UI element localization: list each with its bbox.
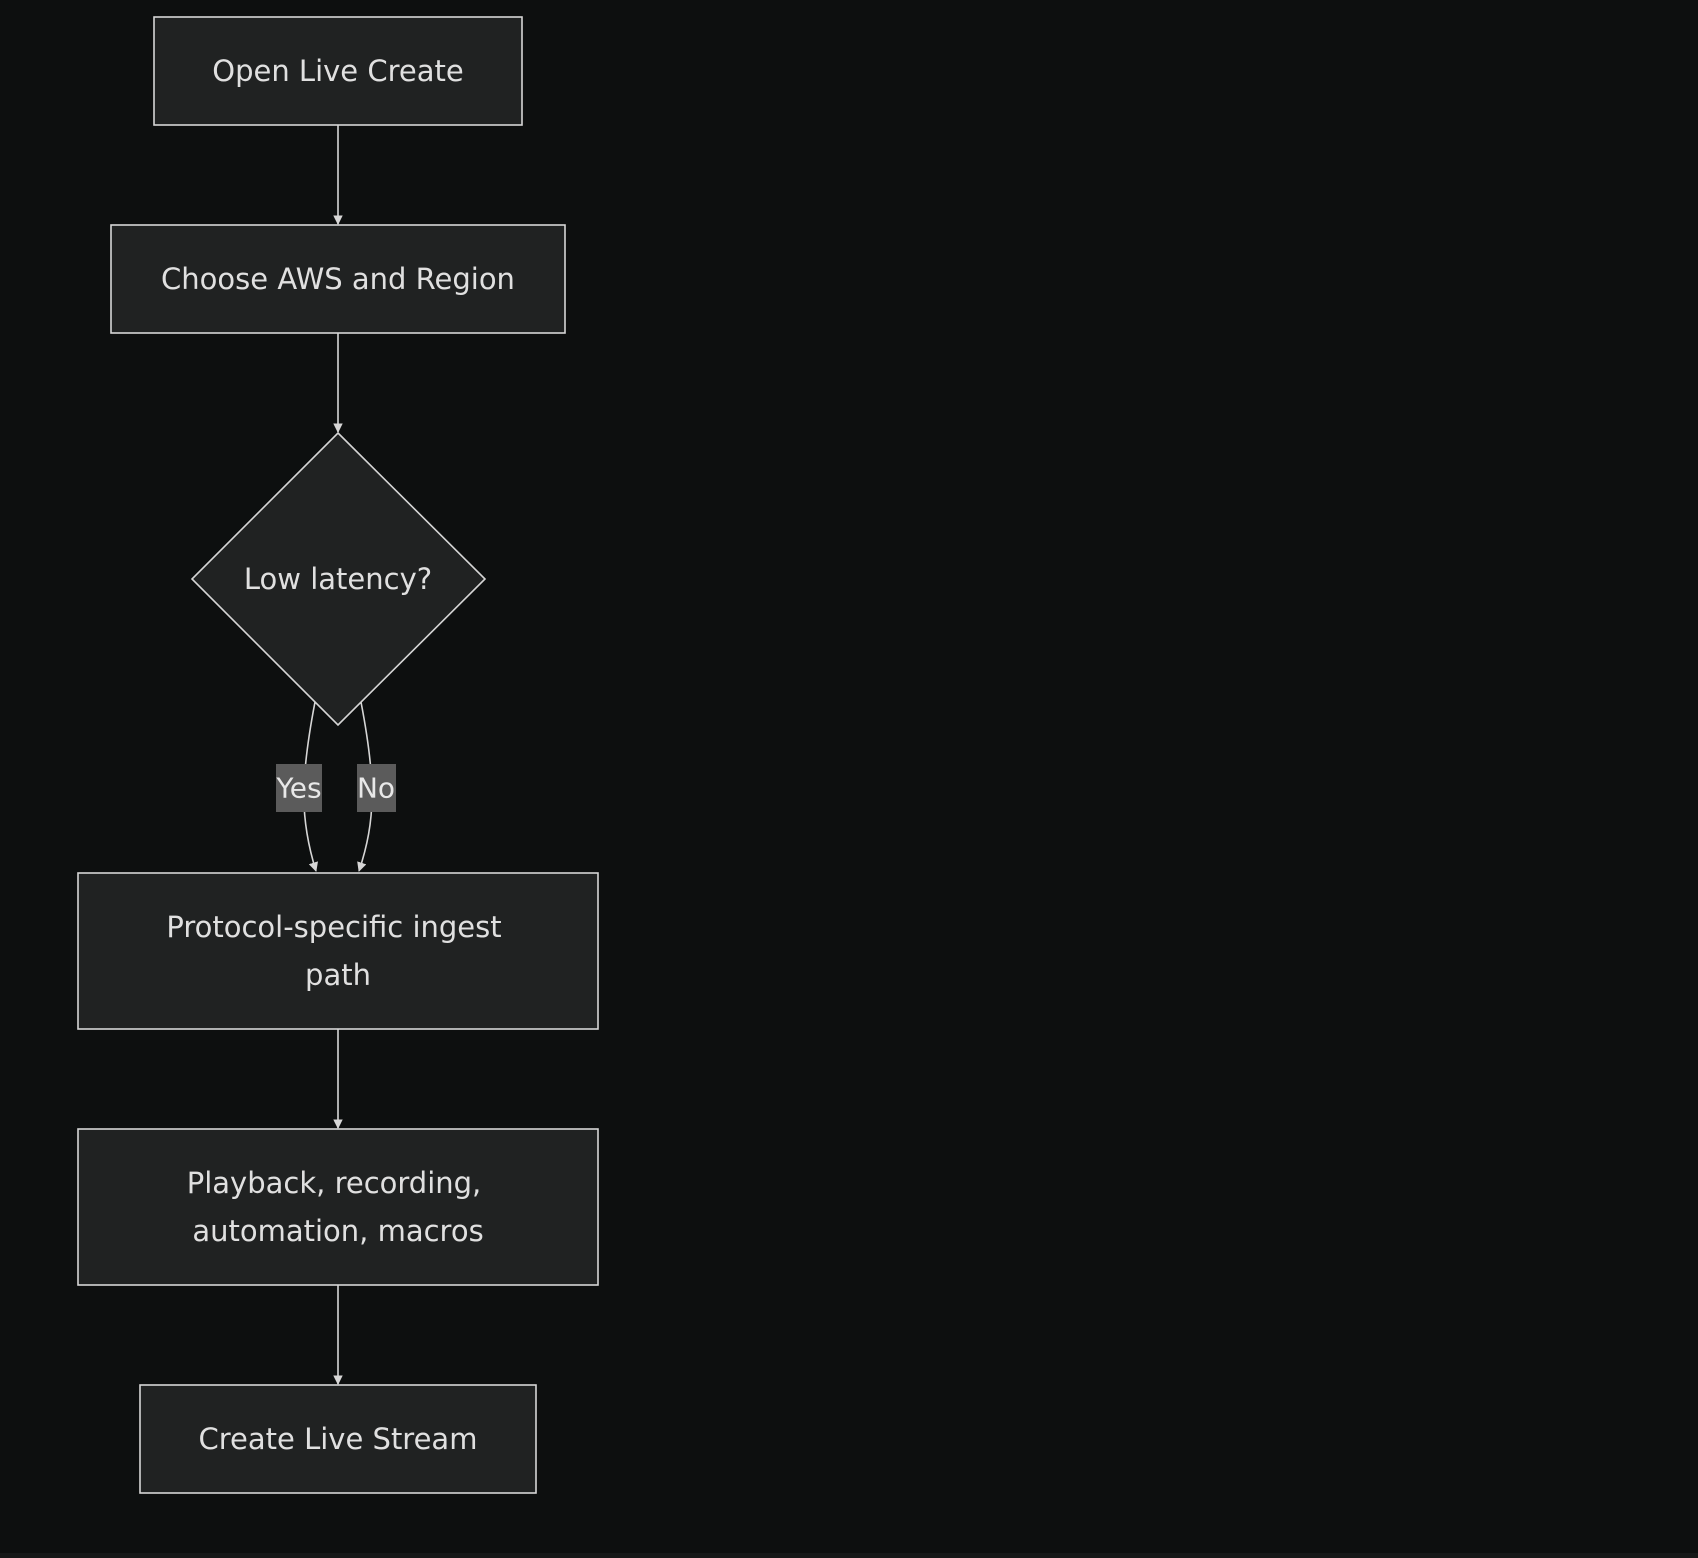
- edge-label-no: No: [357, 764, 396, 812]
- node-protocol-ingest-line1: Protocol-specific ingest: [166, 910, 501, 944]
- decision-low-latency: Low latency?: [190, 431, 487, 727]
- node-create-live-stream-label: Create Live Stream: [199, 1422, 478, 1456]
- node-playback-recording: Playback, recording, automation, macros: [77, 1128, 599, 1286]
- node-protocol-ingest-line2: path: [305, 958, 371, 992]
- node-choose-aws-region-label: Choose AWS and Region: [161, 262, 515, 296]
- node-open-live-create-label: Open Live Create: [212, 54, 463, 88]
- bottom-strip: [0, 1553, 1698, 1558]
- node-open-live-create: Open Live Create: [153, 16, 523, 126]
- node-protocol-ingest: Protocol-specific ingest path: [77, 872, 599, 1030]
- edge-label-no-text: No: [357, 772, 395, 805]
- node-playback-recording-line2: automation, macros: [192, 1214, 483, 1248]
- node-create-live-stream: Create Live Stream: [139, 1384, 537, 1494]
- node-playback-recording-line1: Playback, recording,: [187, 1166, 482, 1200]
- decision-low-latency-label: Low latency?: [244, 562, 432, 596]
- edge-label-yes-text: Yes: [275, 772, 321, 805]
- node-choose-aws-region: Choose AWS and Region: [110, 224, 566, 334]
- edge-label-yes: Yes: [275, 764, 322, 812]
